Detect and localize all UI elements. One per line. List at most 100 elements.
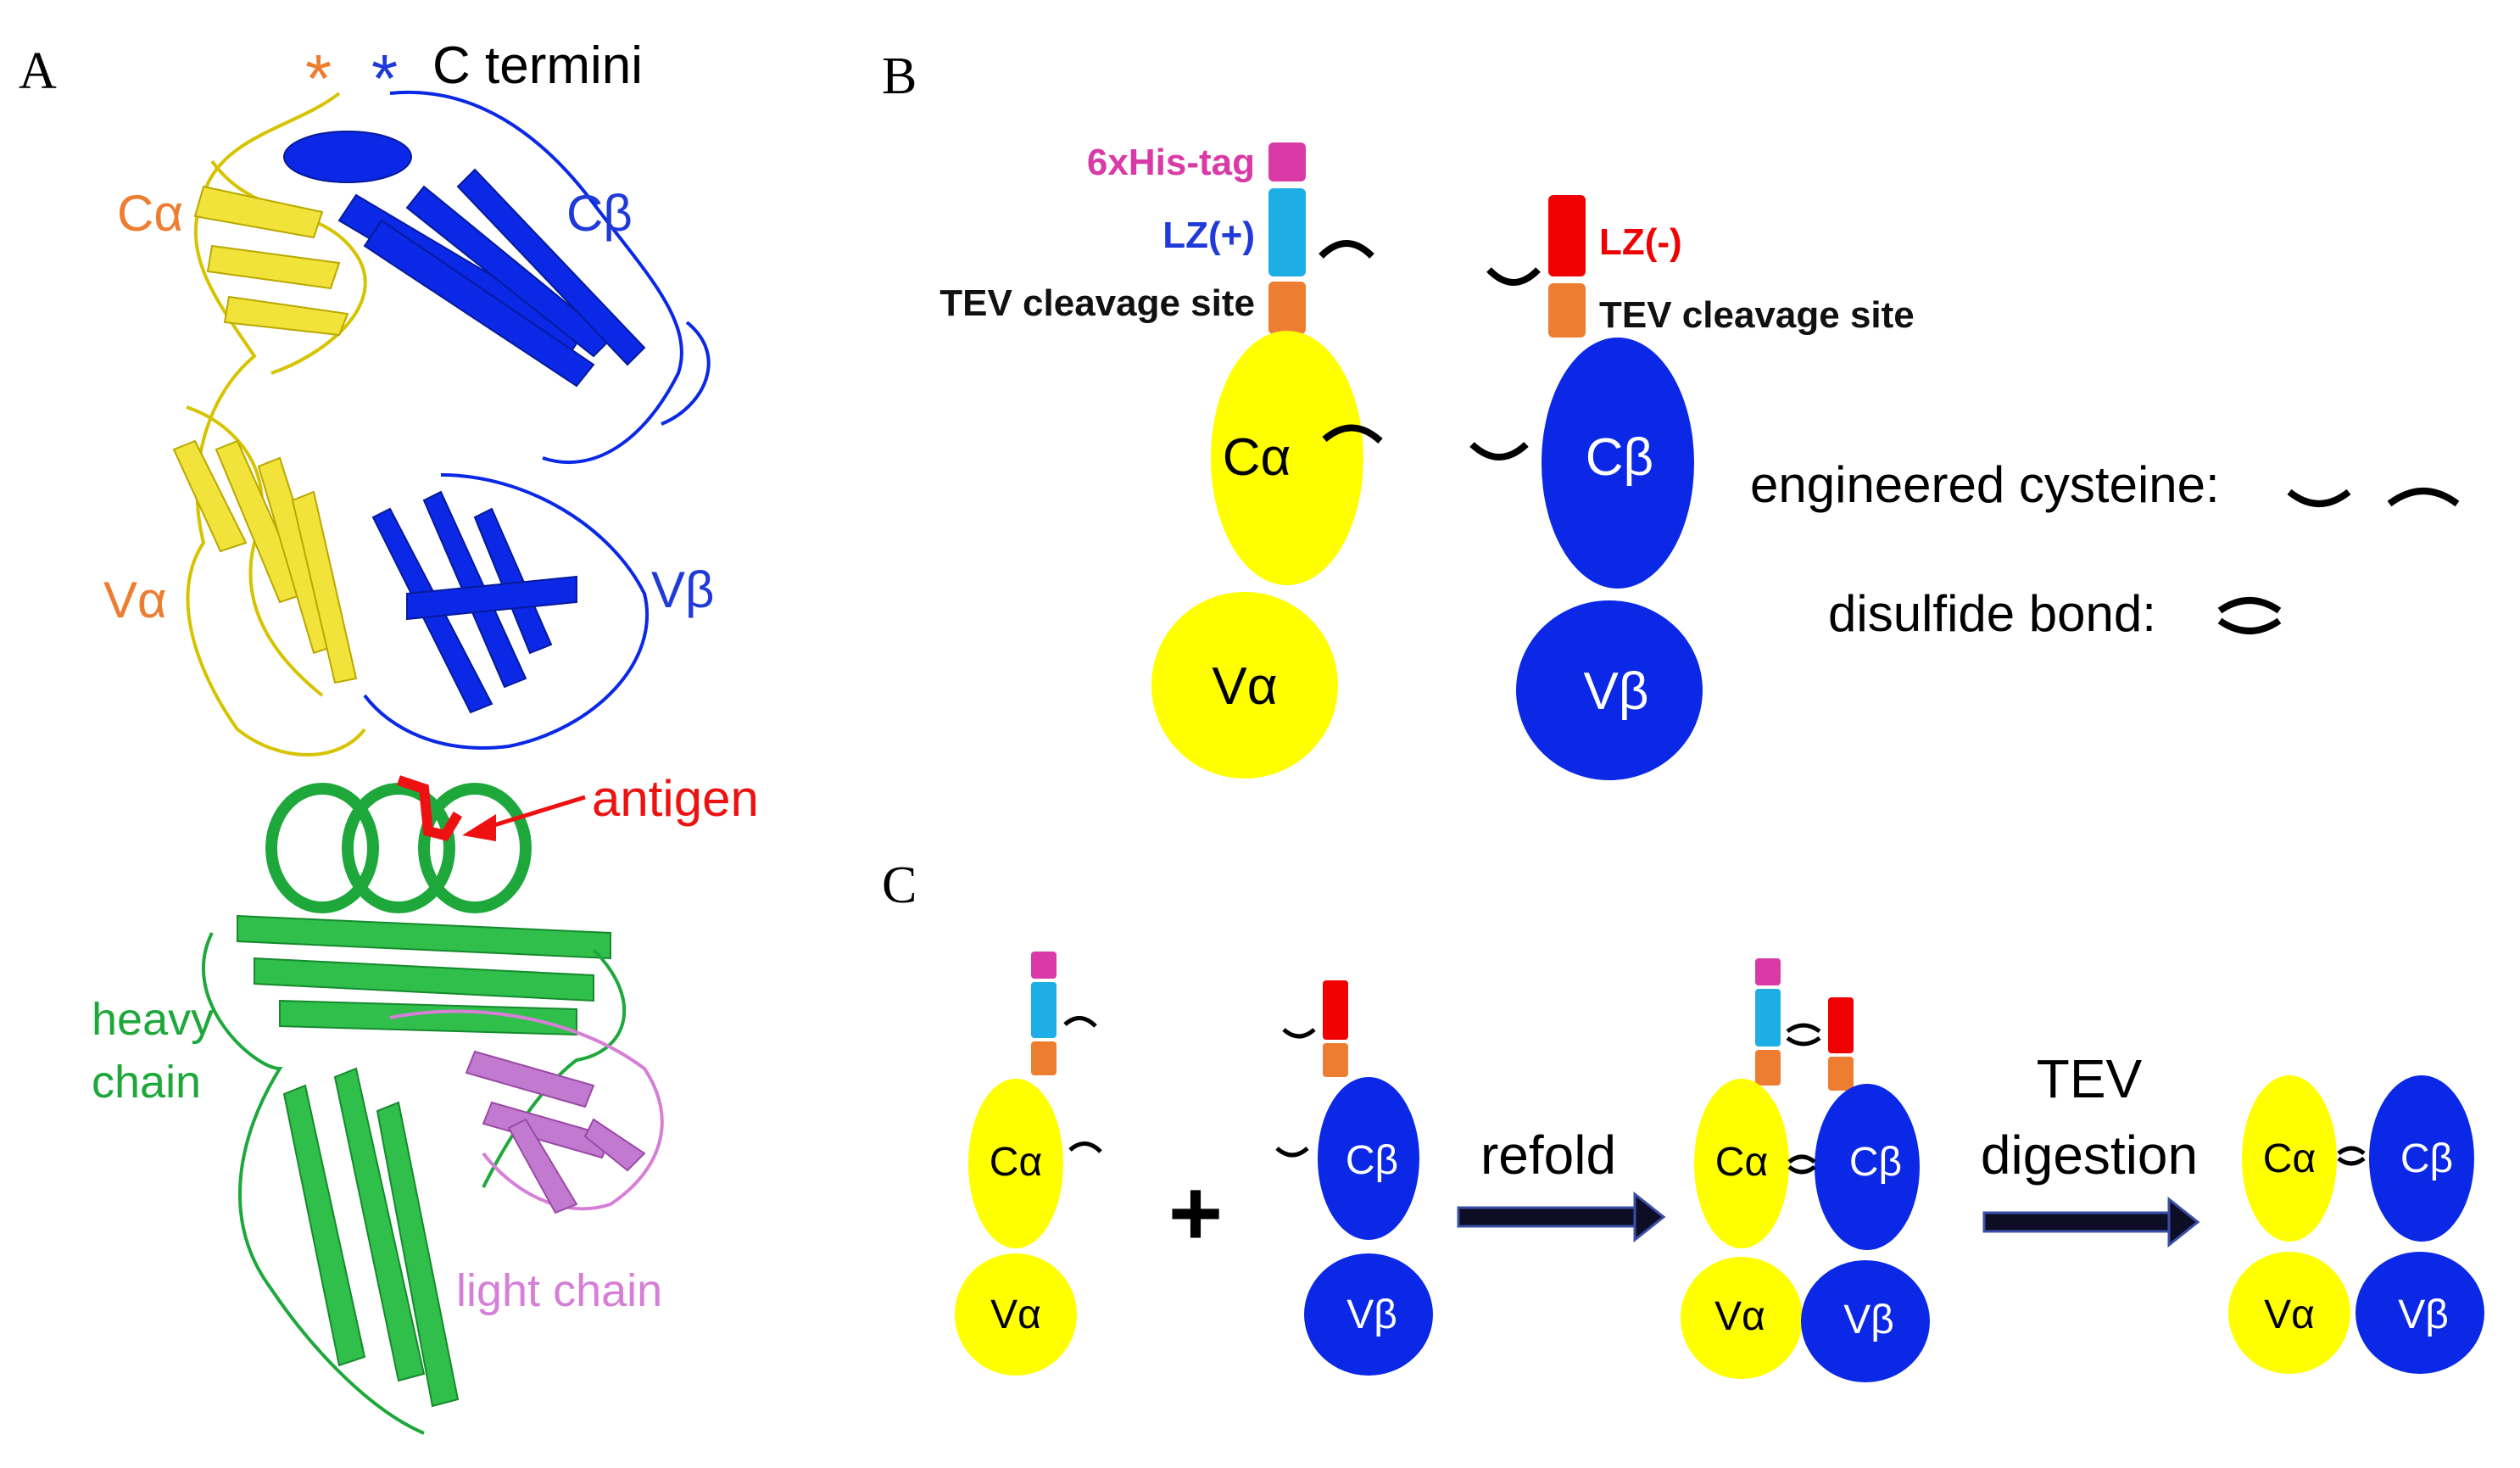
c2-cysteine-c-beta — [1275, 1147, 1309, 1158]
panel-c: C Cα Vα + Cβ Vβ refold — [882, 857, 2484, 1382]
c1-cysteine-c-alpha — [1068, 1141, 1102, 1153]
legend-cysteine-symbol-up — [2387, 488, 2460, 507]
alpha-chain-sheets — [172, 185, 358, 684]
light-chain-ribbon — [389, 1009, 664, 1214]
label-c-alpha: Cα — [117, 185, 183, 242]
legend-cysteine-symbol-down — [2287, 488, 2351, 507]
label-v-beta: Vβ — [651, 561, 715, 618]
c2-cysteine-lz — [1282, 1028, 1316, 1039]
c1-domain-v-alpha — [955, 1253, 1077, 1376]
cysteine-lz-minus — [1486, 267, 1541, 286]
c-beta-construct: Cβ Vβ — [1275, 980, 1433, 1376]
refold-arrow — [1457, 1191, 1666, 1243]
plus-sign: + — [1168, 1161, 1223, 1265]
label-b-v-beta: Vβ — [1583, 662, 1648, 721]
c-alpha-construct: Cα Vα — [955, 952, 1102, 1376]
c3-label-c-alpha: Cα — [1715, 1140, 1768, 1185]
label-c-beta: Cβ — [566, 185, 633, 242]
lz-plus-box — [1268, 188, 1306, 276]
c-refolded-complex: Cα Vα Cβ Vβ — [1681, 958, 1930, 1382]
label-tev-left: TEV cleavage site — [939, 282, 1255, 324]
lz-minus-box — [1548, 195, 1586, 276]
c3-label-c-beta: Cβ — [1849, 1140, 1902, 1185]
c1-cysteine-lz — [1063, 1016, 1097, 1028]
c2-label-v-beta: Vβ — [1346, 1292, 1397, 1337]
beta-chain-ribbon — [363, 90, 711, 750]
legend-cysteine-label: engineered cysteine: — [1750, 456, 2220, 513]
label-lz-plus: LZ(+) — [1162, 215, 1255, 256]
c2-lz-minus — [1323, 980, 1348, 1040]
c4-disulfide-c — [2337, 1146, 2366, 1166]
c3-tev-site-alpha — [1755, 1050, 1781, 1086]
antigen-arrowhead — [462, 814, 496, 841]
c3-lz-minus — [1828, 997, 1854, 1053]
antigen-peptide — [397, 775, 463, 841]
label-b-c-alpha: Cα — [1223, 428, 1291, 487]
label-lz-minus: LZ(-) — [1599, 221, 1682, 263]
c4-label-v-alpha: Vα — [2264, 1292, 2315, 1337]
c1-label-c-alpha: Cα — [990, 1140, 1042, 1185]
tev-site-box-right — [1548, 283, 1586, 338]
label-b-v-alpha: Vα — [1212, 657, 1277, 716]
tev-digestion-arrow — [1982, 1196, 2200, 1248]
domain-v-beta — [1516, 600, 1703, 780]
c4-label-c-beta: Cβ — [2400, 1136, 2453, 1181]
beta-chain-sheets — [283, 131, 646, 714]
c3-lz-plus — [1755, 989, 1781, 1047]
legend-disulfide-symbol — [2217, 597, 2282, 634]
c2-tev-site — [1323, 1043, 1348, 1077]
panel-a-letter: A — [19, 42, 57, 100]
c-terminus-alpha-asterisk: * — [305, 41, 332, 116]
panel-a: A * * C termini — [19, 36, 759, 1435]
c-terminus-beta-asterisk: * — [371, 41, 398, 116]
c1-lz-plus — [1031, 982, 1057, 1038]
c4-label-v-beta: Vβ — [2398, 1292, 2449, 1337]
c1-tev-site — [1031, 1041, 1057, 1075]
c4-domain-v-alpha — [2228, 1252, 2350, 1374]
label-tev-line2: digestion — [1981, 1125, 2198, 1186]
c3-domain-c-alpha — [1694, 1079, 1789, 1248]
c3-domain-v-beta — [1801, 1260, 1930, 1382]
label-heavy-chain-line2: chain — [92, 1057, 201, 1108]
label-b-c-beta: Cβ — [1586, 428, 1653, 487]
label-antigen: antigen — [592, 770, 759, 827]
domain-v-alpha — [1151, 592, 1338, 779]
c-termini-label: C termini — [432, 36, 643, 95]
label-light-chain: light chain — [456, 1265, 662, 1316]
heavy-chain-ribbon — [201, 783, 627, 1435]
label-tev-line1: TEV — [2037, 1048, 2143, 1109]
c3-domain-v-alpha — [1681, 1257, 1803, 1379]
panel-b: B 6xHis-tag LZ(+) TEV cleavage site Cα V… — [882, 47, 2460, 780]
c2-domain-c-beta — [1318, 1077, 1419, 1240]
c4-domain-c-beta — [2369, 1075, 2474, 1242]
label-refold: refold — [1480, 1125, 1616, 1186]
c4-domain-c-alpha — [2242, 1075, 2337, 1242]
c3-tev-site-beta — [1828, 1057, 1854, 1091]
c1-label-v-alpha: Vα — [990, 1292, 1041, 1337]
c3-his-tag — [1755, 958, 1781, 985]
c-final-complex: Cα Vα Cβ Vβ — [2228, 1075, 2484, 1374]
cysteine-c-alpha — [1322, 424, 1383, 444]
domain-c-alpha — [1211, 331, 1363, 585]
c3-label-v-beta: Vβ — [1843, 1298, 1894, 1342]
cysteine-c-beta — [1469, 441, 1529, 460]
panel-c-letter: C — [882, 857, 917, 914]
label-v-alpha: Vα — [103, 572, 167, 628]
c3-label-v-alpha: Vα — [1714, 1294, 1765, 1339]
domain-c-beta — [1542, 338, 1694, 589]
c3-disulfide-c — [1787, 1154, 1816, 1175]
c2-label-c-beta: Cβ — [1346, 1138, 1398, 1183]
c2-domain-v-beta — [1304, 1253, 1433, 1376]
c1-domain-c-alpha — [968, 1079, 1063, 1248]
label-tev-right: TEV cleavage site — [1599, 294, 1915, 336]
c4-domain-v-beta — [2356, 1252, 2484, 1374]
panel-b-letter: B — [882, 47, 917, 105]
cysteine-lz-plus — [1319, 240, 1374, 259]
c4-label-c-alpha: Cα — [2263, 1136, 2316, 1181]
label-his-tag: 6xHis-tag — [1087, 142, 1255, 183]
his-tag-box — [1268, 142, 1306, 181]
legend-disulfide-label: disulfide bond: — [1828, 585, 2156, 642]
c3-disulfide-lz — [1786, 1023, 1821, 1047]
tev-site-box-left — [1268, 282, 1306, 334]
